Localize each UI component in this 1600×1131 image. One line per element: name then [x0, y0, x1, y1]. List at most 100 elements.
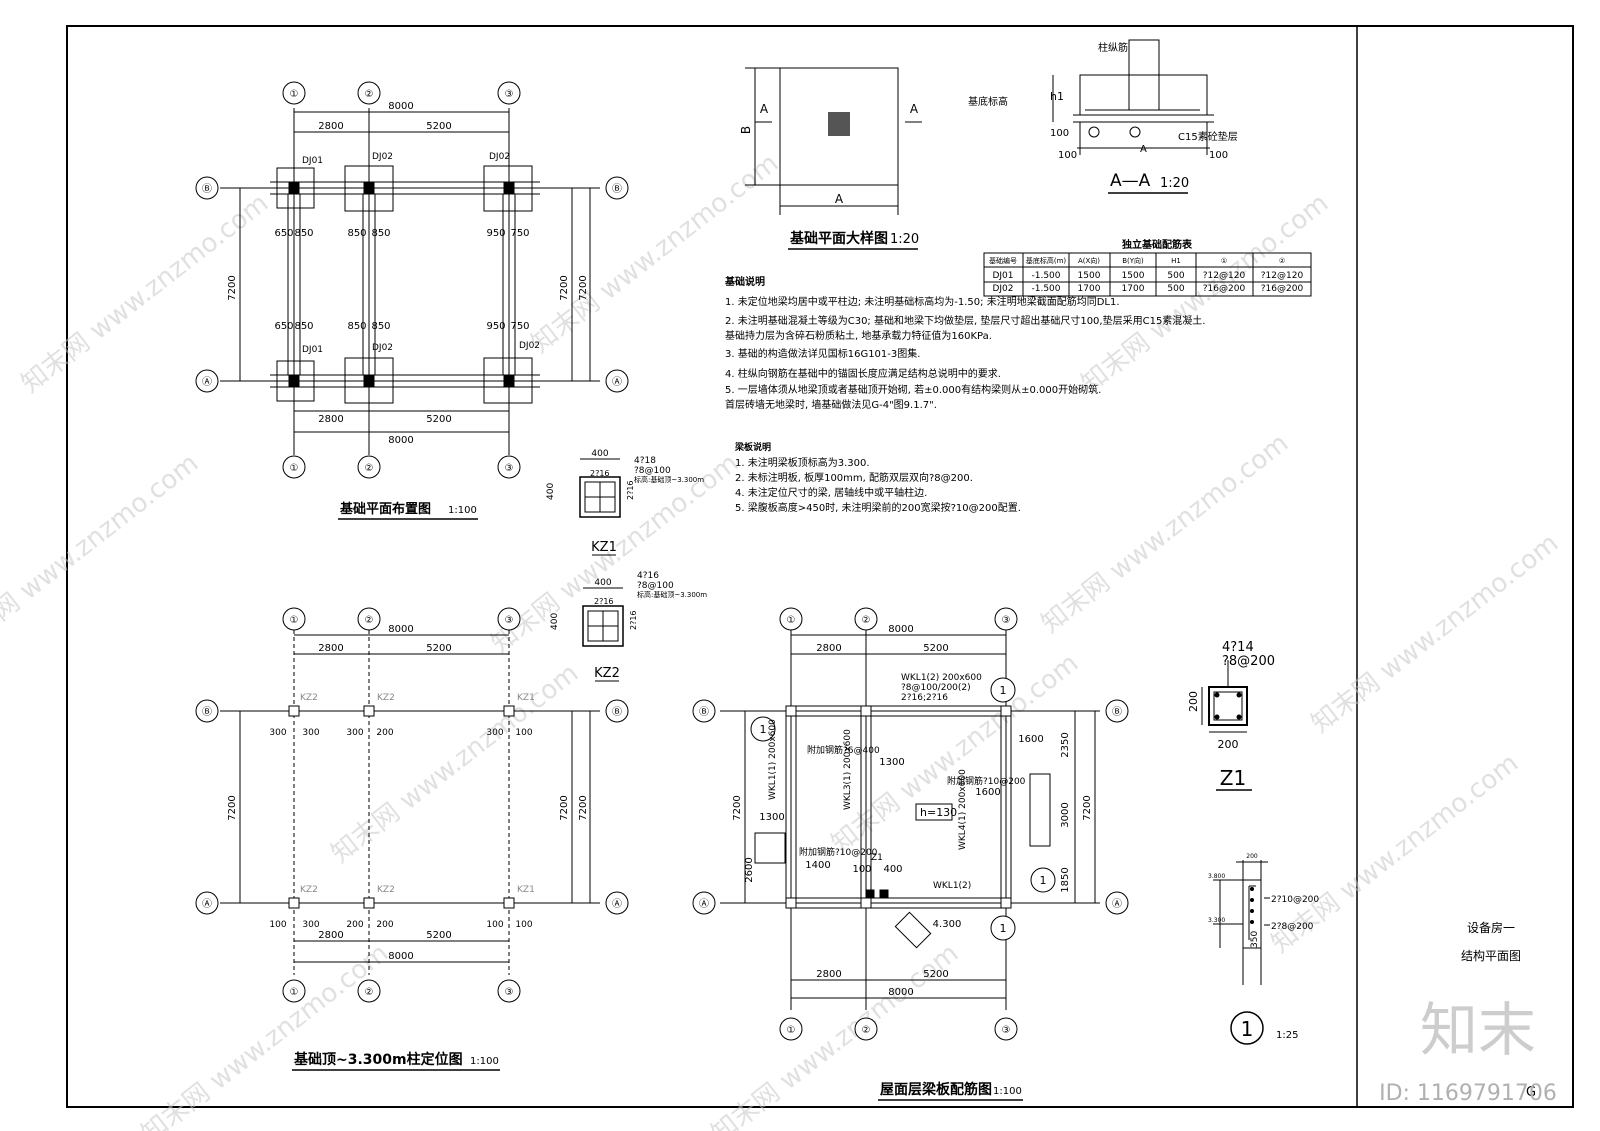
table-cell: ?12@120 [1261, 271, 1304, 281]
dim-bay2: 5200 [426, 414, 451, 425]
site-watermark: 知末网 www.znzmo.com [1306, 528, 1564, 739]
axis-b: Ⓑ [1112, 706, 1122, 718]
col-name: KZ2 [594, 666, 620, 681]
beam-label: 2?16;2?16 [901, 693, 948, 703]
section-label: 基底标高 [968, 95, 1008, 108]
col-side-rebar: 2?16 [626, 480, 635, 500]
dim-col: 300 [269, 728, 286, 738]
dim: 1300 [759, 812, 784, 823]
table-cell: ?12@120 [1203, 271, 1246, 281]
rebar-label: 2?8@200 [1271, 922, 1314, 932]
dim-col: 100 [486, 920, 503, 930]
axis-2: ② [862, 615, 871, 626]
beam-height: 350 [1250, 931, 1260, 948]
note-line: 4. 柱纵向钢筋在基础中的锚固长度应满足结构总说明中的要求. [725, 367, 1001, 380]
dim-bay1: 2800 [318, 930, 343, 941]
plan-scale: 1:20 [890, 232, 919, 247]
dim: 3000 [1060, 802, 1071, 827]
axis-3: ③ [505, 987, 514, 998]
col-width: 400 [591, 449, 608, 459]
section-label: 100 [1209, 150, 1228, 161]
elevation: 3.300 [1208, 917, 1225, 924]
sheet-name: 结构平面图 [1461, 948, 1521, 963]
column-tag: KZ2 [377, 885, 395, 895]
table-cell: ?16@200 [1261, 284, 1304, 294]
note-line: 基础持力层为含碎石粉质粘土, 地基承载力特征值为160KPa. [725, 329, 992, 342]
dim-bay2: 5200 [426, 930, 451, 941]
dim-col: 200 [376, 920, 393, 930]
table-cell: 1500 [1122, 271, 1145, 281]
detail-scale: 1:25 [1276, 1030, 1298, 1041]
footing-tag: DJ01 [302, 345, 323, 355]
image-id-watermark: ID: 1169791706 [1379, 1081, 1557, 1106]
column-positioning-plan: ① ② ③ ① ② ③ Ⓑ Ⓐ Ⓑ Ⓐ 8000 2800 5200 2800 … [195, 607, 629, 1071]
dim-col: 200 [376, 728, 393, 738]
note-line: 5. 一层墙体须从地梁顶或者基础顶开始砌, 若±0.000有结构梁则从±0.00… [725, 383, 1101, 396]
dim-fnd: 850 [347, 228, 366, 239]
table-header-cell: ② [1279, 257, 1285, 265]
beam-label: WKL3(1) 200x600 [843, 729, 853, 810]
table-cell: DJ01 [992, 271, 1013, 281]
rebar-label: 2?10@200 [1271, 895, 1319, 905]
roof-beam-slab-plan: ① ② ③ ① ② ③ Ⓑ Ⓐ Ⓑ Ⓐ 8000 2800 5200 2800 … [692, 607, 1129, 1101]
section-label: 100 [1050, 128, 1069, 139]
axis-2: ② [365, 463, 374, 474]
footing-tag: DJ02 [489, 152, 510, 162]
table-header-cell: B(Y向) [1122, 256, 1144, 265]
table-cell: 1500 [1078, 271, 1101, 281]
rebar-note: 附加钢筋?10@200 [799, 846, 878, 858]
col-name: KZ1 [591, 540, 617, 555]
col-width: 200 [1218, 738, 1239, 751]
dim-fnd: 750 [510, 228, 529, 239]
footing-tag: DJ02 [519, 341, 540, 351]
dim-col: 300 [302, 920, 319, 930]
axis-3: ③ [505, 615, 514, 626]
axis-a: Ⓐ [612, 376, 622, 388]
dim-bay1: 2800 [318, 643, 343, 654]
site-watermark: 知末网 www.znzmo.com [0, 448, 204, 659]
beam-label: WKL1(1) 200x600 [768, 719, 778, 800]
note-line: 1. 未定位地梁均居中或平柱边; 未注明基础标高均为-1.50; 未注明地梁截面… [725, 295, 1120, 308]
sheet-border [66, 25, 1574, 1108]
dim-col: 100 [515, 728, 532, 738]
dim-bay1: 2800 [318, 121, 343, 132]
dim-bay2: 5200 [426, 121, 451, 132]
dim-total: 8000 [388, 951, 413, 962]
axis-a: Ⓐ [612, 898, 622, 910]
dim-depth: 7200 [1082, 795, 1093, 820]
dim-total: 8000 [388, 624, 413, 635]
dim: 1850 [1060, 867, 1071, 892]
axis-b: Ⓑ [612, 706, 622, 718]
note-line: 首层砖墙无地梁时, 墙基础做法见G-4"图9.1.7". [725, 398, 937, 411]
dim: 400 [883, 864, 902, 875]
section-label: 柱纵筋 [1098, 41, 1128, 54]
axis-2: ② [365, 89, 374, 100]
notes-title: 梁板说明 [734, 441, 771, 453]
note-line: 2. 未标注明板, 板厚100mm, 配筋双层双向?8@200. [735, 471, 973, 484]
dim-bay1: 2800 [816, 969, 841, 980]
col-name: Z1 [1220, 766, 1246, 790]
dim-depth: 7200 [559, 795, 570, 820]
dim-fnd: 850 [371, 228, 390, 239]
axis-1: ① [787, 615, 796, 626]
section-title: A—A [1110, 171, 1151, 191]
note-line: 2. 未注明基础混凝土等级为C30; 基础和地梁下均做垫层, 垫层尺寸超出基础尺… [725, 314, 1205, 327]
axis-3: ③ [1002, 615, 1011, 626]
note-line: 4. 未注定位尺寸的梁, 居轴线中或平轴柱边. [735, 486, 927, 499]
dim-fnd: 950 [486, 321, 505, 332]
footing-tag: DJ02 [372, 343, 393, 353]
dim-fnd: 850 [294, 321, 313, 332]
column-tag: KZ1 [517, 885, 535, 895]
dim-depth: 7200 [578, 275, 589, 300]
axis-1: ① [290, 987, 299, 998]
dim-total: 8000 [888, 987, 913, 998]
slab-thickness: h=130 [920, 806, 957, 819]
table-header-cell: H1 [1171, 257, 1181, 265]
col-stirrup: ?8@100 [634, 466, 671, 476]
table-header-cell: 基底标高(m) [1026, 256, 1067, 265]
dim-col: 200 [346, 920, 363, 930]
axis-a: Ⓐ [1112, 898, 1122, 910]
column-tag: Z1 [871, 853, 883, 863]
axis-b: Ⓑ [612, 183, 622, 195]
axis-1: ① [290, 615, 299, 626]
